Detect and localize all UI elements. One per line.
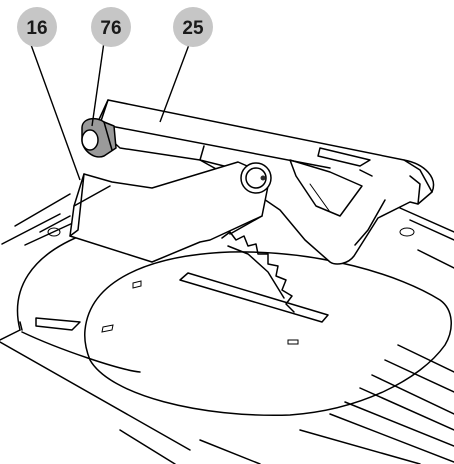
locking-knob: [81, 117, 117, 158]
callout-25: 25: [173, 7, 213, 47]
saw-blade: [221, 231, 295, 313]
callout-16-label: 16: [26, 18, 47, 39]
callout-76-label: 76: [100, 18, 121, 39]
saw-table: [0, 193, 454, 464]
leader-line-25: [159, 41, 191, 123]
guard-flap: [69, 161, 271, 263]
leader-line-16: [29, 41, 81, 181]
callout-76-bubble: [91, 7, 131, 47]
callout-25-bubble: [173, 7, 213, 47]
leader-line-76: [91, 41, 105, 127]
pivot-knob: [240, 162, 272, 194]
callout-25-label: 25: [182, 18, 204, 39]
callout-16-bubble: [17, 7, 57, 47]
callout-16: 16: [17, 7, 57, 47]
callout-76: 76: [91, 7, 131, 47]
turntable: [16, 233, 452, 417]
